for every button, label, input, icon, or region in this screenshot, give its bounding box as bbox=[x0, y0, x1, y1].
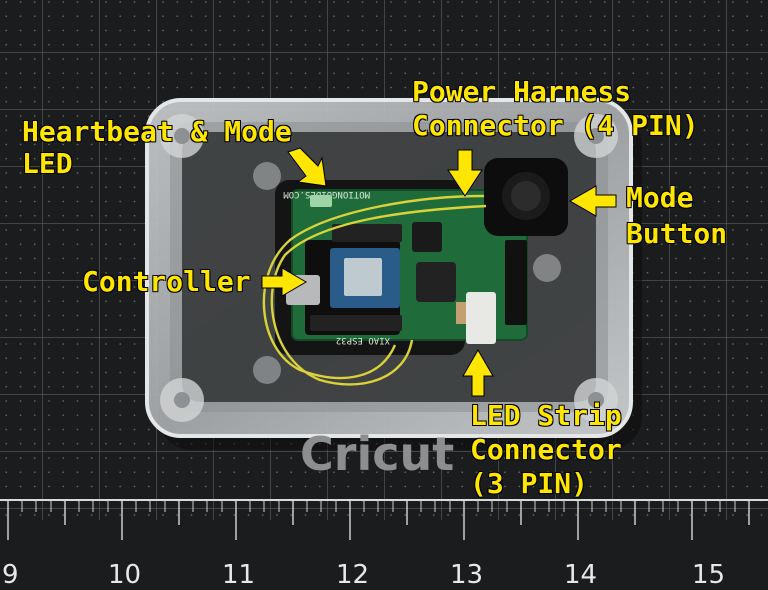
power-harness-label-line1: Power Harness bbox=[412, 75, 632, 108]
ruler-number: 13 bbox=[450, 560, 484, 590]
heartbeat-led-label-line2: LED bbox=[22, 147, 73, 180]
arrow-controller bbox=[261, 267, 307, 297]
led-strip-label-line2: Connector bbox=[470, 433, 622, 466]
ruler-number: 10 bbox=[108, 560, 142, 590]
arrow-mode bbox=[568, 185, 617, 217]
mode-button-label-line2: Button bbox=[626, 217, 728, 250]
ruler-number: 14 bbox=[564, 560, 598, 590]
photo-scene: MOTIONGUIDES.COM XIAO ESP32 Cricu bbox=[0, 0, 768, 540]
mode-button-label-line1: Mode bbox=[626, 181, 694, 214]
controller-label: Controller bbox=[82, 265, 251, 298]
yellow-wires bbox=[262, 194, 487, 386]
ruler-number: 9 bbox=[2, 560, 19, 590]
ruler-number: 11 bbox=[222, 560, 256, 590]
mat-ruler bbox=[0, 499, 768, 540]
power-harness-label-line2: Connector (4 PIN) bbox=[412, 109, 699, 142]
svg-text:MOTIONGUIDES.COM: MOTIONGUIDES.COM bbox=[283, 189, 370, 199]
led-strip-label-line1: LED Strip bbox=[470, 399, 622, 432]
led-strip-label-line3: (3 PIN) bbox=[470, 467, 589, 500]
ruler-number: 15 bbox=[692, 560, 726, 590]
mat-brand-logo: Cricut bbox=[300, 427, 454, 481]
arrow-heartbeat bbox=[287, 147, 327, 187]
arrow-power bbox=[447, 149, 483, 197]
arrow-ledstrip bbox=[462, 348, 494, 397]
mode-button-hardware bbox=[484, 158, 568, 236]
pcb-board: MOTIONGUIDES.COM XIAO ESP32 bbox=[283, 189, 528, 345]
board-silk-label: XIAO ESP32 bbox=[336, 335, 390, 345]
annotation-arrows bbox=[261, 147, 617, 397]
heartbeat-led-label-line1: Heartbeat & Mode bbox=[22, 115, 292, 148]
ruler-number: 12 bbox=[336, 560, 370, 590]
